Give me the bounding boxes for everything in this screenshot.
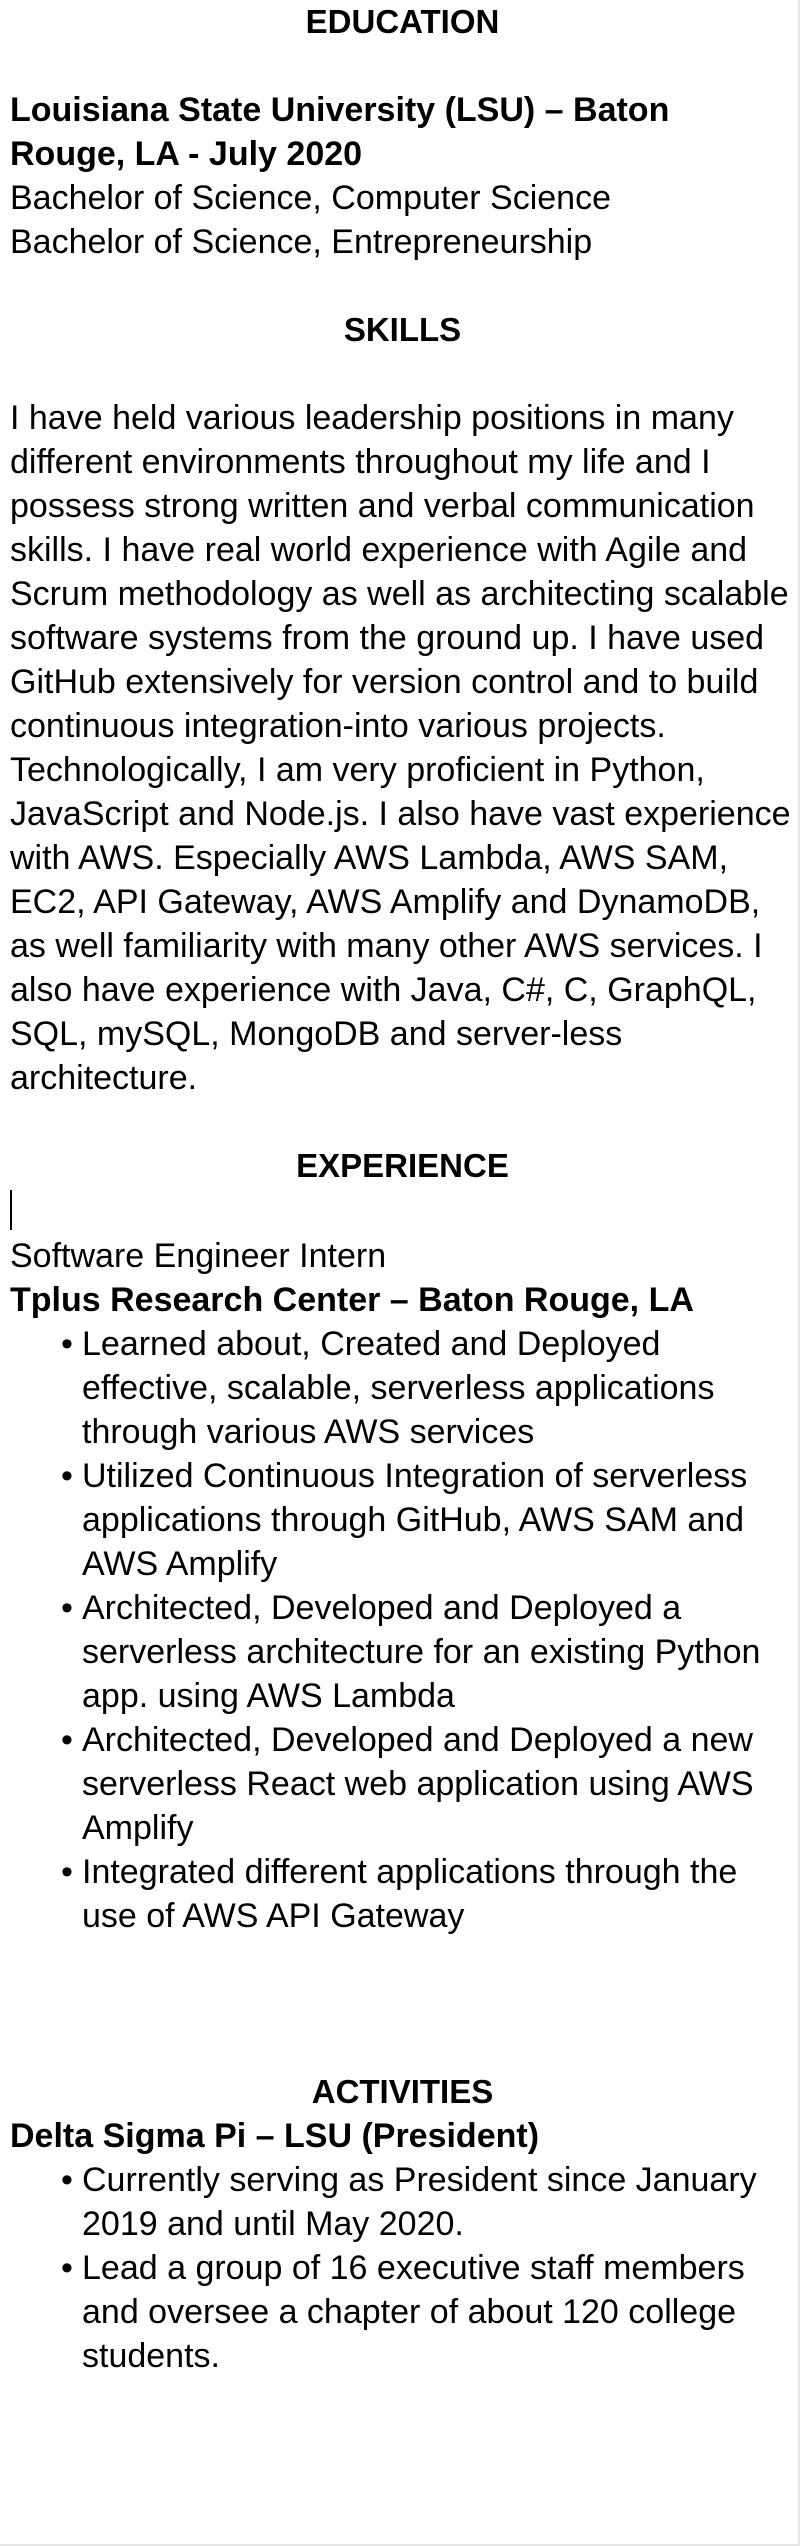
resume-page: EDUCATION Louisiana State University (LS… bbox=[10, 0, 795, 2378]
experience-heading: EXPERIENCE bbox=[296, 1147, 509, 1184]
list-item: •Currently serving as President since Ja… bbox=[10, 2158, 795, 2246]
bullet-icon: • bbox=[61, 1457, 73, 1495]
skills-heading: SKILLS bbox=[343, 311, 462, 348]
list-item: •Architected, Developed and Deployed a n… bbox=[10, 1718, 795, 1850]
text-cursor[interactable] bbox=[10, 1190, 12, 1230]
bullet-icon: • bbox=[61, 1325, 73, 1363]
education-section: EDUCATION Louisiana State University (LS… bbox=[10, 0, 795, 264]
page-bottom-border bbox=[0, 2544, 800, 2546]
activities-bullet-list: •Currently serving as President since Ja… bbox=[10, 2158, 795, 2378]
school-name-line2: Rouge, LA - July 2020 bbox=[10, 135, 363, 173]
job-organization: Tplus Research Center – Baton Rouge, LA bbox=[10, 1281, 694, 1319]
experience-section: EXPERIENCE Software Engineer Intern Tplu… bbox=[10, 1144, 795, 1938]
list-item: •Architected, Developed and Deployed a s… bbox=[10, 1586, 795, 1718]
school-name-line1: Louisiana State University (LSU) – Baton bbox=[10, 91, 670, 129]
education-heading: EDUCATION bbox=[305, 3, 500, 40]
page-right-border bbox=[798, 0, 800, 2546]
degree-computer-science: Bachelor of Science, Computer Science bbox=[10, 179, 611, 217]
list-item: •Integrated different applications throu… bbox=[10, 1850, 795, 1938]
list-item: •Lead a group of 16 executive staff memb… bbox=[10, 2246, 795, 2378]
list-item: •Utilized Continuous Integration of serv… bbox=[10, 1454, 795, 1586]
job-title: Software Engineer Intern bbox=[10, 1237, 387, 1275]
experience-bullet-list: •Learned about, Created and Deployed eff… bbox=[10, 1322, 795, 1938]
activities-heading: ACTIVITIES bbox=[311, 2073, 494, 2110]
bullet-icon: • bbox=[61, 2161, 73, 2199]
list-item: •Learned about, Created and Deployed eff… bbox=[10, 1322, 795, 1454]
activity-organization: Delta Sigma Pi – LSU (President) bbox=[10, 2117, 540, 2155]
bullet-icon: • bbox=[61, 1589, 73, 1627]
skills-section: SKILLS I have held various leadership po… bbox=[10, 308, 795, 1100]
skills-paragraph: I have held various leadership positions… bbox=[10, 399, 791, 1097]
degree-entrepreneurship: Bachelor of Science, Entrepreneurship bbox=[10, 223, 593, 261]
bullet-icon: • bbox=[61, 2249, 73, 2287]
activities-section: ACTIVITIES Delta Sigma Pi – LSU (Preside… bbox=[10, 2070, 795, 2378]
bullet-icon: • bbox=[61, 1853, 73, 1891]
bullet-icon: • bbox=[61, 1721, 73, 1759]
